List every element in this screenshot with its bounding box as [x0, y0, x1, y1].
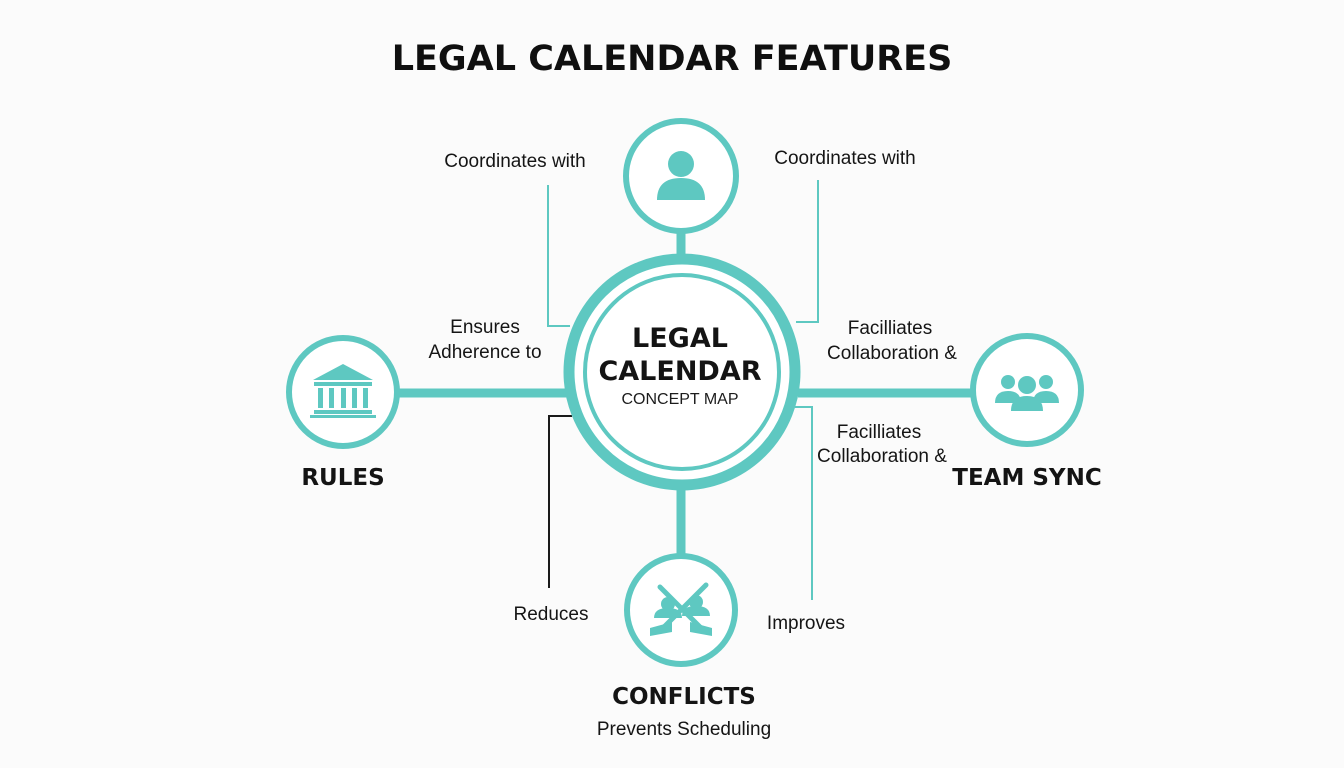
person-icon	[657, 151, 705, 200]
node-top	[623, 118, 739, 234]
center-node: LEGAL CALENDAR CONCEPT MAP	[563, 253, 801, 491]
node-bottom-label: CONFLICTS	[612, 684, 756, 710]
leader-lines	[547, 180, 819, 600]
leader-bottom-left	[548, 415, 572, 588]
relation-left-line2: Adherence to	[428, 342, 541, 363]
team-icon	[995, 375, 1059, 411]
center-title-line1: LEGAL	[632, 323, 728, 354]
crossed-swords-icon	[650, 582, 712, 636]
leader-bottom-right	[795, 406, 813, 600]
center-inner-ring	[583, 273, 781, 471]
node-bottom: CONFLICTS Prevents Scheduling	[597, 553, 771, 740]
node-right: TEAM SYNC	[952, 333, 1102, 491]
relation-bottom-right: Improves	[767, 613, 845, 634]
courthouse-icon	[310, 364, 376, 418]
leader-top-right	[796, 180, 819, 323]
relation-top-right: Coordinates with	[774, 148, 916, 169]
relation-right-lower-line1: Facilliates	[837, 422, 921, 443]
node-left-label: RULES	[301, 465, 384, 491]
node-left: RULES	[286, 335, 400, 491]
center-title-line2: CALENDAR	[598, 356, 761, 387]
relation-right-upper-line1: Facilliates	[848, 318, 932, 339]
node-bottom-sublabel: Prevents Scheduling	[597, 719, 771, 740]
leader-top-left	[547, 185, 570, 327]
relation-left-line1: Ensures	[450, 317, 520, 338]
relation-right-lower-line2: Collaboration &	[817, 446, 947, 467]
relation-right-upper-line2: Collaboration &	[827, 343, 957, 364]
page-title: LEGAL CALENDAR FEATURES	[392, 39, 953, 79]
relation-bottom-left: Reduces	[514, 604, 589, 625]
center-subtitle: CONCEPT MAP	[621, 391, 738, 408]
relation-top-left: Coordinates with	[444, 151, 586, 172]
node-right-label: TEAM SYNC	[952, 465, 1101, 491]
